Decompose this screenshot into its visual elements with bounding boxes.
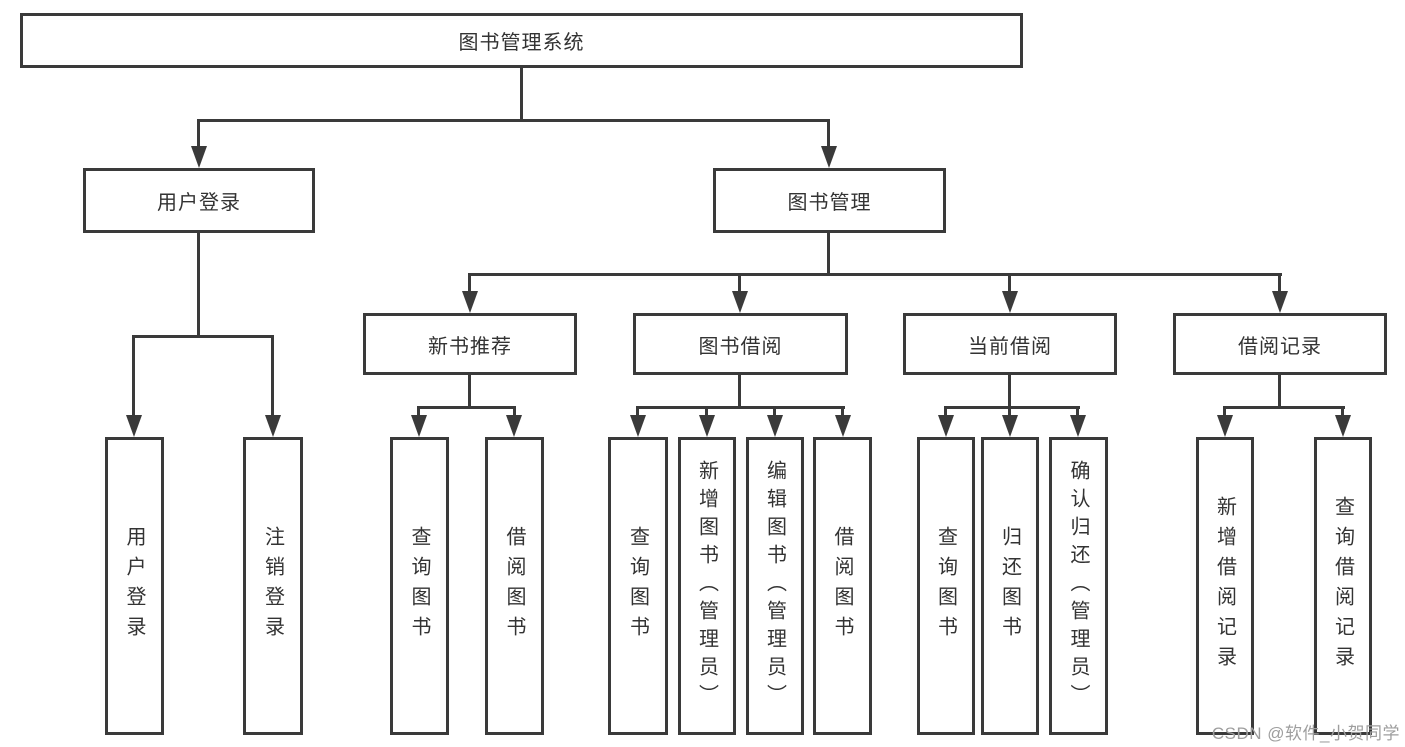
connector-line: [827, 119, 830, 150]
connector-line: [197, 233, 200, 337]
node-current-borrow: 当前借阅: [903, 313, 1117, 375]
arrow-down-icon: [126, 415, 142, 437]
arrow-down-icon: [821, 146, 837, 168]
leaf-nb-borrow-books: 借阅图书: [485, 437, 544, 735]
connector-line: [132, 335, 135, 419]
arrow-down-icon: [1217, 415, 1233, 437]
leaf-br-query-record: 查询借阅记录: [1314, 437, 1372, 735]
arrow-down-icon: [630, 415, 646, 437]
arrow-down-icon: [699, 415, 715, 437]
arrow-down-icon: [1070, 415, 1086, 437]
node-borrow-records: 借阅记录: [1173, 313, 1387, 375]
connector-line: [705, 406, 708, 419]
connector-line: [197, 119, 200, 150]
arrow-down-icon: [1335, 415, 1351, 437]
leaf-bb-add-book-admin: 新增图书（管理员）: [678, 437, 736, 735]
connector-line: [636, 406, 639, 419]
connector-line: [944, 406, 1080, 409]
leaf-br-add-record: 新增借阅记录: [1196, 437, 1254, 735]
connector-line: [1008, 406, 1011, 419]
connector-line: [468, 273, 1282, 276]
node-root: 图书管理系统: [20, 13, 1023, 68]
connector-line: [1223, 406, 1345, 409]
leaf-cb-confirm-return-admin: 确认归还（管理员）: [1049, 437, 1108, 735]
connector-line: [738, 375, 741, 409]
connector-line: [773, 406, 776, 419]
connector-line: [1223, 406, 1226, 419]
arrow-down-icon: [265, 415, 281, 437]
connector-line: [841, 406, 844, 419]
node-new-book-recommend: 新书推荐: [363, 313, 577, 375]
connector-line: [468, 375, 471, 409]
connector-line: [1278, 273, 1281, 295]
connector-line: [417, 406, 516, 409]
arrow-down-icon: [1272, 291, 1288, 313]
leaf-bb-edit-book-admin: 编辑图书（管理员）: [746, 437, 804, 735]
arrow-down-icon: [732, 291, 748, 313]
connector-line: [1278, 375, 1281, 409]
connector-line: [468, 273, 471, 295]
connector-line: [417, 406, 420, 419]
leaf-bb-borrow-books: 借阅图书: [813, 437, 872, 735]
arrow-down-icon: [835, 415, 851, 437]
arrow-down-icon: [1002, 291, 1018, 313]
arrow-down-icon: [938, 415, 954, 437]
leaf-nb-query-books: 查询图书: [390, 437, 449, 735]
connector-line: [271, 335, 274, 419]
connector-line: [827, 233, 830, 276]
connector-line: [513, 406, 516, 419]
node-user-login: 用户登录: [83, 168, 315, 233]
arrow-down-icon: [767, 415, 783, 437]
connector-line: [636, 406, 845, 409]
connector-line: [1008, 375, 1011, 409]
node-book-management: 图书管理: [713, 168, 946, 233]
arrow-down-icon: [1002, 415, 1018, 437]
connector-line: [197, 119, 830, 122]
connector-line: [1076, 406, 1079, 419]
connector-line: [1341, 406, 1344, 419]
connector-line: [738, 273, 741, 295]
connector-line: [944, 406, 947, 419]
connector-line: [520, 68, 523, 121]
connector-line: [132, 335, 274, 338]
leaf-user-login: 用户登录: [105, 437, 164, 735]
leaf-cb-query-books: 查询图书: [917, 437, 975, 735]
arrow-down-icon: [411, 415, 427, 437]
leaf-cb-return-books: 归还图书: [981, 437, 1039, 735]
connector-line: [1008, 273, 1011, 295]
leaf-bb-query-books: 查询图书: [608, 437, 668, 735]
node-book-borrow: 图书借阅: [633, 313, 848, 375]
arrow-down-icon: [191, 146, 207, 168]
leaf-logout: 注销登录: [243, 437, 303, 735]
watermark: CSDN @软件_小贺同学: [1211, 724, 1400, 743]
arrow-down-icon: [506, 415, 522, 437]
arrow-down-icon: [462, 291, 478, 313]
